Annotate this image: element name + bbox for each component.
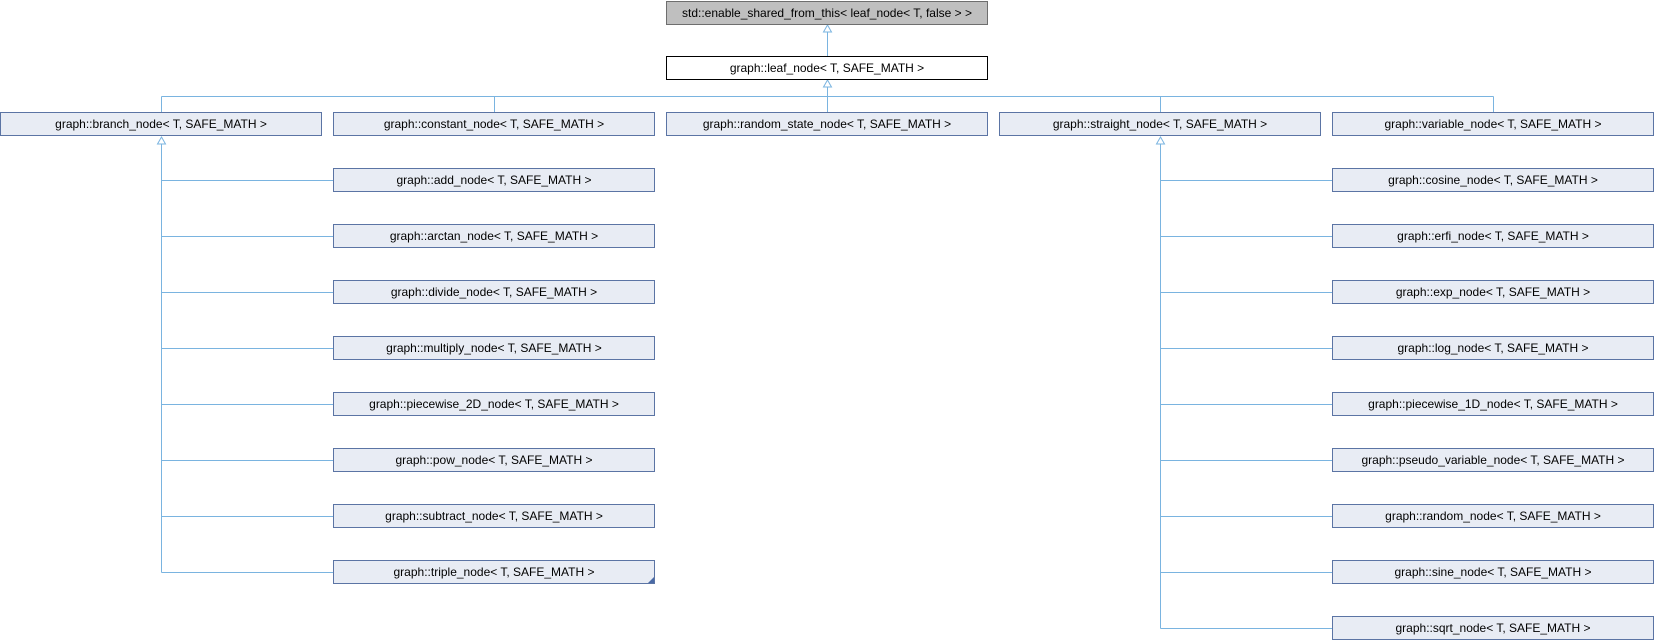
node-straight-child[interactable]: graph::cosine_node< T, SAFE_MATH >: [1332, 168, 1654, 192]
node-branch-child[interactable]: graph::add_node< T, SAFE_MATH >: [333, 168, 655, 192]
node-straight-child[interactable]: graph::log_node< T, SAFE_MATH >: [1332, 336, 1654, 360]
arrow-to-straight-icon: [1155, 135, 1166, 145]
node-branch-child[interactable]: graph::subtract_node< T, SAFE_MATH >: [333, 504, 655, 528]
node-constant[interactable]: graph::constant_node< T, SAFE_MATH >: [333, 112, 655, 136]
node-straight-child[interactable]: graph::piecewise_1D_node< T, SAFE_MATH >: [1332, 392, 1654, 416]
node-branch-child[interactable]: graph::multiply_node< T, SAFE_MATH >: [333, 336, 655, 360]
node-branch[interactable]: graph::branch_node< T, SAFE_MATH >: [0, 112, 322, 136]
node-enable-shared-from-this[interactable]: std::enable_shared_from_this< leaf_node<…: [666, 1, 988, 25]
node-branch-child[interactable]: graph::pow_node< T, SAFE_MATH >: [333, 448, 655, 472]
arrow-to-branch-icon: [156, 135, 167, 145]
node-straight-child[interactable]: graph::exp_node< T, SAFE_MATH >: [1332, 280, 1654, 304]
node-variable[interactable]: graph::variable_node< T, SAFE_MATH >: [1332, 112, 1654, 136]
node-branch-child[interactable]: graph::triple_node< T, SAFE_MATH >: [333, 560, 655, 584]
node-branch-child[interactable]: graph::arctan_node< T, SAFE_MATH >: [333, 224, 655, 248]
more-indicator-icon: [648, 577, 654, 583]
node-straight[interactable]: graph::straight_node< T, SAFE_MATH >: [999, 112, 1321, 136]
arrow-to-leaf-icon: [822, 78, 833, 88]
arrow-to-root-icon: [822, 23, 833, 33]
node-random-state[interactable]: graph::random_state_node< T, SAFE_MATH >: [666, 112, 988, 136]
node-branch-child[interactable]: graph::divide_node< T, SAFE_MATH >: [333, 280, 655, 304]
node-leaf-node[interactable]: graph::leaf_node< T, SAFE_MATH >: [666, 56, 988, 80]
node-straight-child[interactable]: graph::random_node< T, SAFE_MATH >: [1332, 504, 1654, 528]
node-branch-child[interactable]: graph::piecewise_2D_node< T, SAFE_MATH >: [333, 392, 655, 416]
node-straight-child[interactable]: graph::sine_node< T, SAFE_MATH >: [1332, 560, 1654, 584]
node-straight-child[interactable]: graph::erfi_node< T, SAFE_MATH >: [1332, 224, 1654, 248]
node-straight-child[interactable]: graph::pseudo_variable_node< T, SAFE_MAT…: [1332, 448, 1654, 472]
node-straight-child[interactable]: graph::sqrt_node< T, SAFE_MATH >: [1332, 616, 1654, 640]
